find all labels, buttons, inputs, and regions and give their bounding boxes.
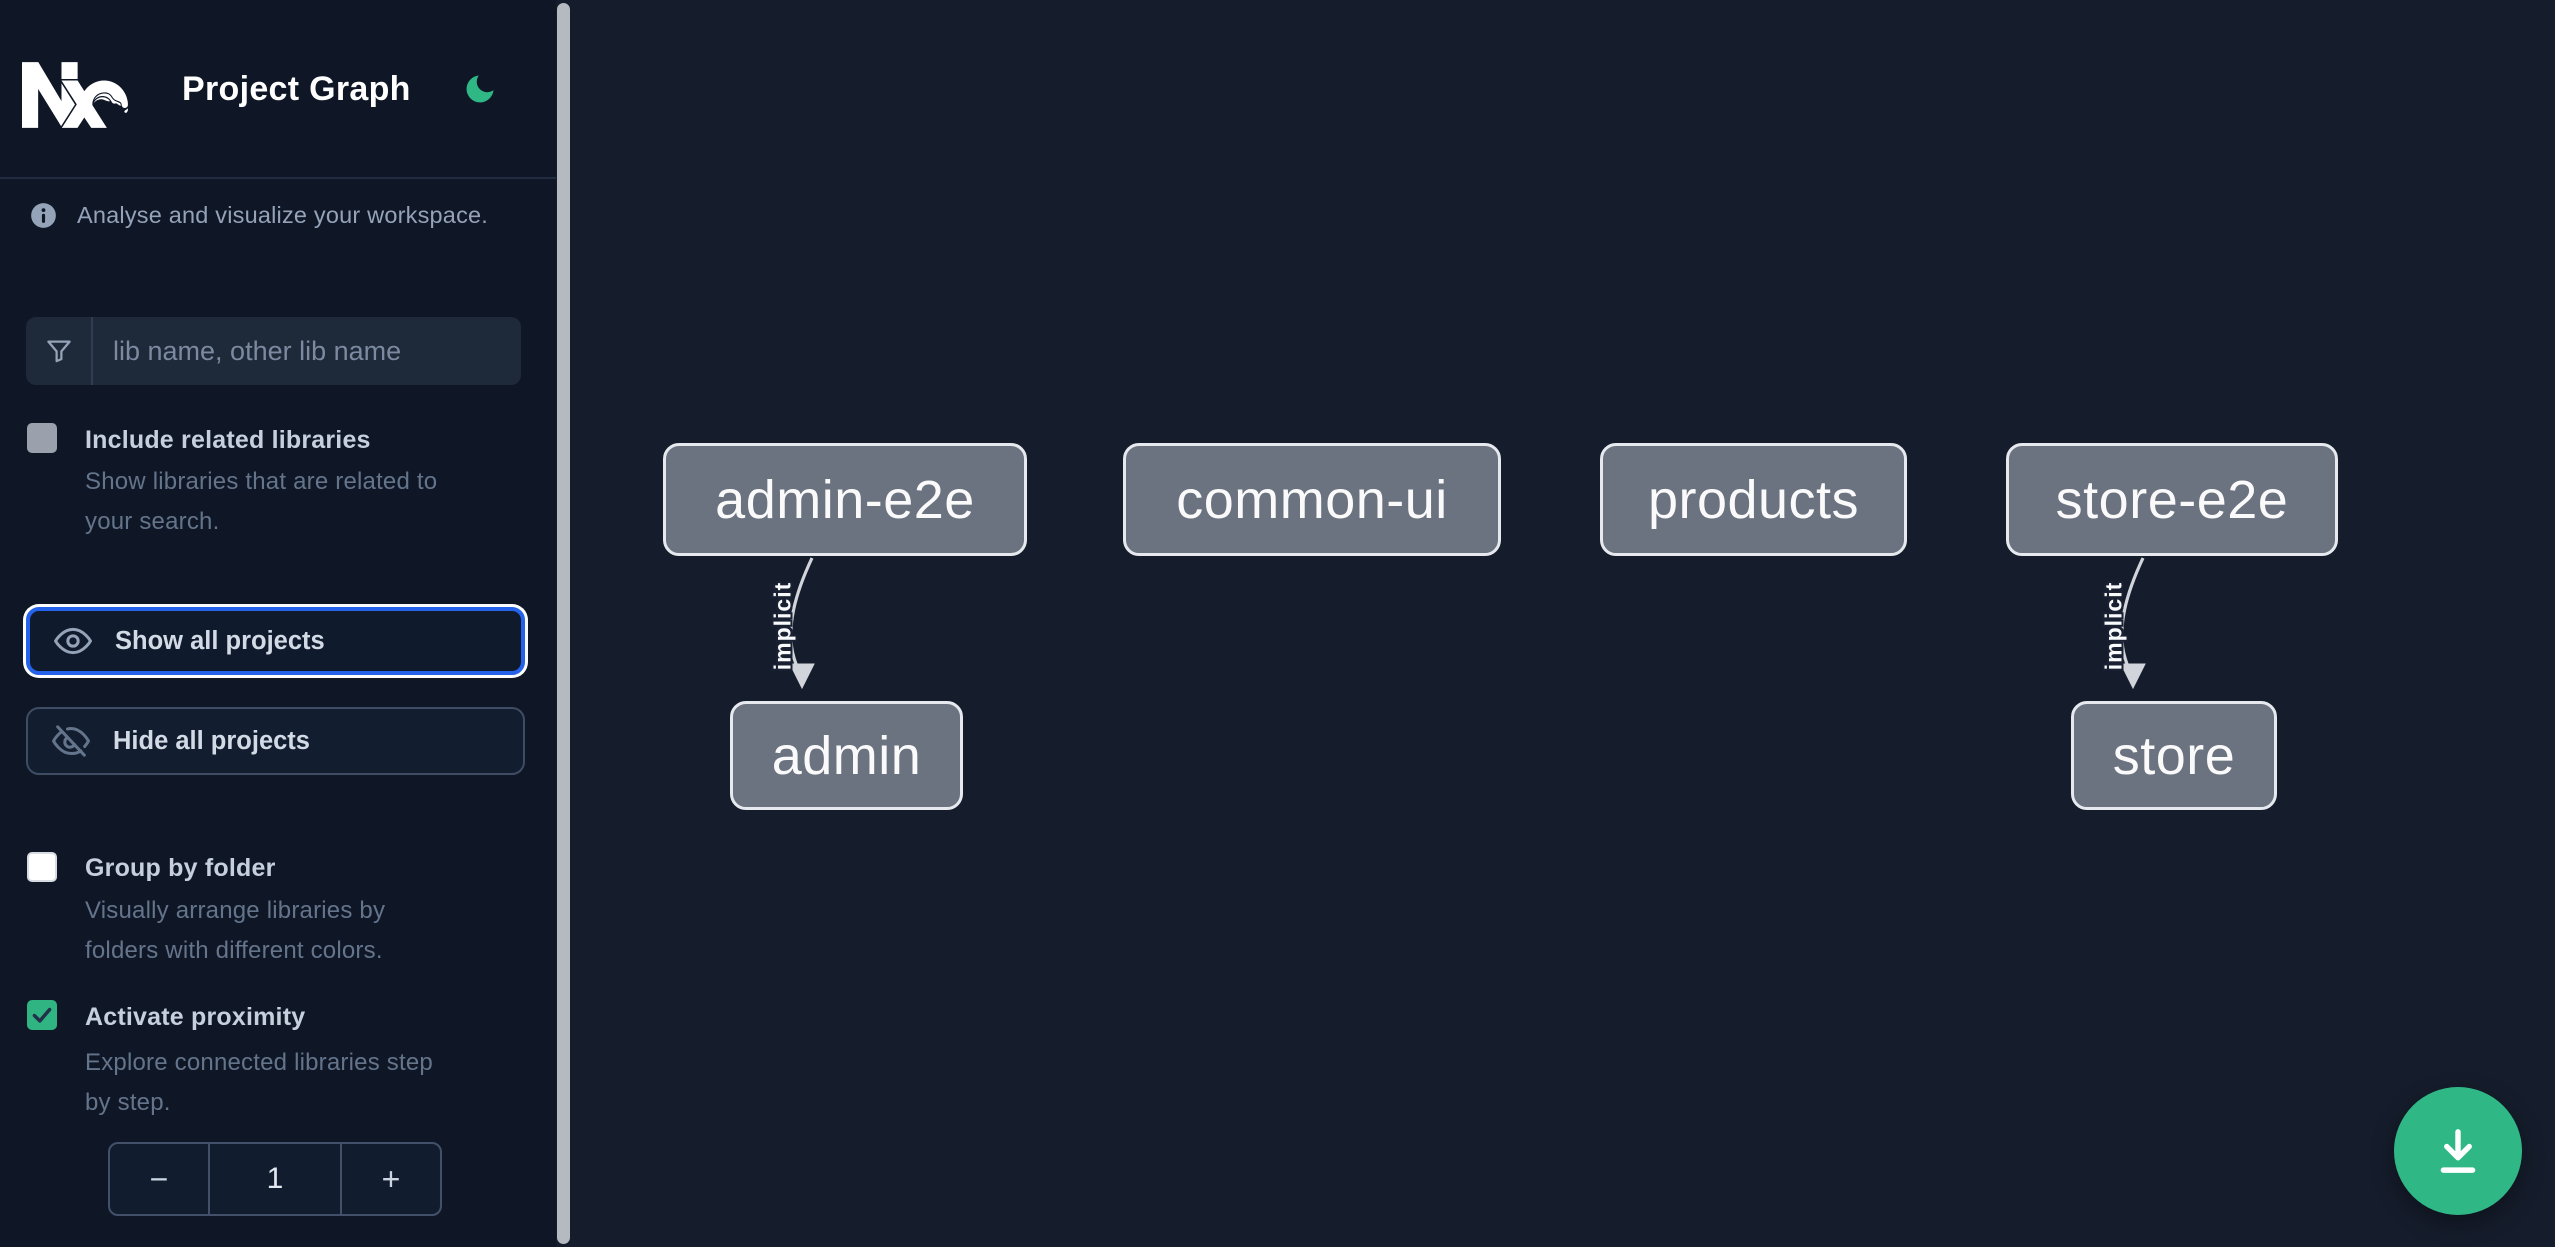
edge-label-implicit-store: implicit: [2100, 581, 2127, 671]
moon-icon: [466, 75, 494, 102]
sidebar-scrollbar[interactable]: [557, 3, 570, 1244]
info-icon: [31, 203, 56, 228]
filter-funnel-icon: [46, 340, 71, 363]
graph-node-store[interactable]: store: [2071, 701, 2277, 810]
hide-all-projects-button[interactable]: Hide all projects: [26, 707, 525, 775]
group-by-folder-desc-line1: Visually arrange libraries by: [85, 897, 386, 924]
search-input[interactable]: [93, 317, 521, 385]
activate-proximity-label: Activate proximity: [85, 1003, 306, 1031]
edge-admin-e2e-to-admin: [789, 557, 815, 690]
theme-toggle-button[interactable]: [460, 70, 500, 110]
graph-canvas[interactable]: admin-e2e common-ui products store-e2e a…: [572, 0, 2555, 1247]
hide-all-projects-label: Hide all projects: [113, 726, 310, 755]
group-by-folder-desc-line2: folders with different colors.: [85, 937, 383, 964]
page-title: Project Graph: [182, 70, 411, 108]
include-related-checkbox[interactable]: [27, 423, 57, 453]
include-related-label: Include related libraries: [85, 426, 371, 454]
intro-text: Analyse and visualize your workspace.: [77, 202, 489, 228]
eye-icon: [54, 627, 92, 655]
depth-value[interactable]: 1: [208, 1144, 342, 1214]
edge-label-implicit-admin: implicit: [769, 581, 796, 671]
graph-node-admin-e2e[interactable]: admin-e2e: [663, 443, 1027, 556]
eye-off-icon: [52, 725, 90, 757]
download-graph-button[interactable]: [2394, 1087, 2522, 1215]
search-box: [26, 317, 521, 385]
edge-store-e2e-to-store: [2120, 557, 2146, 690]
include-related-desc-line2: your search.: [85, 508, 220, 535]
intro-row: Analyse and visualize your workspace.: [30, 202, 530, 229]
activate-proximity-desc-line2: by step.: [85, 1089, 171, 1116]
graph-node-common-ui[interactable]: common-ui: [1123, 443, 1501, 556]
filter-icon-cell: [26, 317, 93, 385]
show-all-projects-label: Show all projects: [115, 626, 325, 655]
checkmark-icon: [32, 1007, 52, 1023]
activate-proximity-desc-line1: Explore connected libraries step: [85, 1049, 433, 1076]
group-by-folder-label: Group by folder: [85, 854, 276, 882]
group-by-folder-checkbox[interactable]: [27, 852, 57, 882]
increment-button[interactable]: +: [342, 1144, 440, 1214]
graph-node-products[interactable]: products: [1600, 443, 1907, 556]
download-icon: [2440, 1129, 2476, 1173]
proximity-depth-stepper: − 1 +: [108, 1142, 442, 1216]
show-all-projects-button[interactable]: Show all projects: [26, 607, 525, 675]
activate-proximity-checkbox[interactable]: [27, 1000, 57, 1030]
header-divider: [0, 177, 556, 179]
graph-node-store-e2e[interactable]: store-e2e: [2006, 443, 2338, 556]
sidebar: Project Graph Analyse and visualize your…: [0, 0, 556, 1247]
graph-node-admin[interactable]: admin: [730, 701, 963, 810]
include-related-desc-line1: Show libraries that are related to: [85, 468, 438, 495]
graph-edges: [789, 557, 2146, 690]
decrement-button[interactable]: −: [110, 1144, 208, 1214]
nx-logo-icon: [22, 62, 128, 128]
